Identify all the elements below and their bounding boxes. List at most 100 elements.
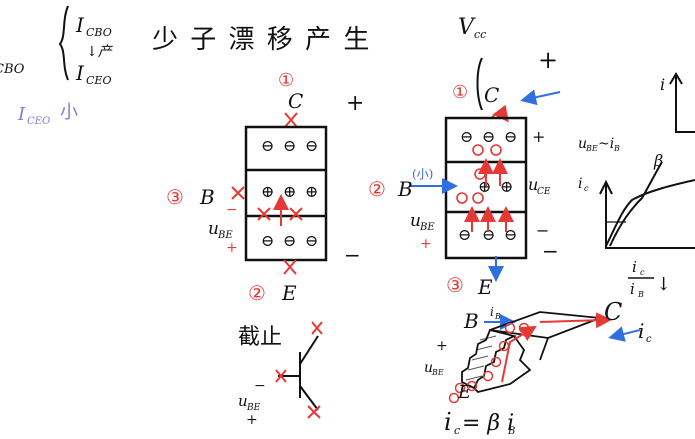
middle-transistor: ① C + ⊖ ⊖ ⊖ ⊕ ⊕ ⊖ ⊖ ⊖ [368, 46, 561, 299]
stairs-hatch-1 [479, 335, 497, 341]
stairs-electron-8 [448, 392, 460, 404]
stairs-b-label: B [463, 309, 479, 333]
mid-ube: u [410, 211, 421, 231]
mid-mid-sym-1: ⊕ [478, 177, 491, 196]
stairs-electron-5 [482, 370, 494, 382]
mid-num-c: ① [452, 82, 468, 103]
stairs-electron-1 [504, 322, 516, 334]
mid-minus-right: − [542, 239, 559, 263]
left-cross-mid-2 [289, 207, 303, 221]
iceo-small-word: 小 [60, 102, 78, 123]
mid-red-electron-4 [456, 192, 468, 204]
left-minus-right: − [344, 243, 361, 267]
left-mid-sym-2: ⊕ [283, 182, 296, 201]
symbol-collector [299, 335, 319, 365]
left-mid-sym-3: ⊕ [305, 182, 318, 201]
vcc-sub: cc [474, 28, 486, 41]
stairs-support [539, 337, 549, 361]
stairs-e-label: E [457, 382, 471, 403]
stairs-hatch-4 [467, 365, 485, 371]
left-b-label: B [199, 185, 215, 209]
left-e-cross [283, 259, 297, 275]
mid-uce: u [528, 175, 538, 194]
stairs-blue-arrow-c [608, 326, 641, 342]
left-bot-sym-1: ⊖ [261, 231, 274, 250]
stairs-ib: i [490, 305, 494, 319]
mid-top-sym-3: ⊖ [504, 127, 517, 146]
mid-minus-side: − [536, 221, 549, 240]
left-box [244, 125, 328, 262]
right-beta: β [653, 151, 663, 170]
stairs-red-path [501, 325, 537, 383]
left-c-label: C [288, 89, 303, 113]
right-top-axes [675, 76, 695, 133]
left-mid-sym-1: ⊕ [261, 182, 274, 201]
top-notes: CBO I CBO ↓产 I CEO 少 子 漂 移 产 生 V cc I CE… [0, 5, 486, 127]
mid-blue-arrow-top [520, 89, 561, 106]
mid-red-electron-2 [490, 144, 502, 156]
title-minority-drift: 少 子 漂 移 产 生 [152, 25, 371, 55]
mid-c-label: C [484, 83, 499, 107]
icbo-label: I [75, 13, 85, 37]
mid-bot-sym-3: ⊖ [504, 225, 517, 244]
mid-bot-sym-2: ⊖ [482, 225, 495, 244]
mid-red-curl [491, 104, 509, 123]
right-ratio-num-sub: c [640, 268, 645, 277]
stairs-hatch-5 [465, 375, 483, 381]
mid-bracket [476, 57, 483, 111]
stairs-ic-sub: c [646, 334, 652, 345]
mid-red-electron-5 [472, 192, 484, 204]
right-panel: i u BE ~i B β i c i c i B ↓ [578, 72, 695, 299]
left-ube-sub: BE [217, 230, 233, 241]
right-ratio-den-sub: B [637, 290, 644, 299]
iceo-label: I [75, 61, 85, 85]
cutoff-label: 截止 [238, 325, 282, 350]
right-axes [605, 184, 695, 249]
right-ratio-arrow: ↓ [656, 274, 671, 295]
iceo-small-label: I [17, 104, 26, 125]
mid-plus-ube: + [420, 236, 432, 252]
symbol-c-cross [311, 321, 323, 335]
stairs-ube: u [424, 360, 433, 376]
bottom-ube-sub: BE [246, 403, 261, 413]
mid-top-sym-2: ⊖ [482, 127, 495, 146]
left-c-cross [284, 112, 298, 128]
mid-bot-sym-1: ⊖ [458, 225, 471, 244]
iceo-sub: CEO [86, 74, 111, 87]
left-ube: u [208, 219, 219, 239]
mid-e-label: E [477, 275, 493, 299]
right-axis-arrowhead [599, 179, 613, 195]
symbol-e-cross [307, 405, 321, 419]
right-ratio-num: i [632, 258, 637, 276]
left-bot-sym-3: ⊖ [305, 231, 318, 250]
stairs-ube-sub: BE [431, 368, 444, 377]
left-b-cross [231, 186, 245, 200]
stairs-electron-6 [454, 382, 466, 394]
stairs-ib-sub: B [494, 312, 501, 321]
stairs-hatch-2 [475, 345, 493, 351]
equation-rhs-sub: B [507, 426, 515, 437]
right-relation-sub: BE [585, 144, 598, 153]
left-num-b: ③ [166, 185, 184, 209]
left-top-sym-2: ⊖ [283, 136, 296, 155]
stairs-analogy: B i B C i c [424, 298, 652, 437]
right-ratio-den: i [630, 280, 635, 298]
mid-top-sym-1: ⊖ [460, 127, 473, 146]
mid-plus-side: + [532, 127, 545, 146]
left-top-sym-3: ⊖ [305, 136, 318, 155]
stairs-electron-4 [490, 356, 502, 368]
right-ic: i [578, 176, 582, 192]
mid-plus-top: + [538, 46, 558, 74]
right-top-arrowhead [669, 72, 683, 85]
left-num-e: ② [248, 281, 266, 305]
mid-num-b: ② [368, 177, 386, 201]
equation-ic: i [444, 408, 452, 436]
mid-mid-sym-2: ⊕ [500, 177, 513, 196]
bottom-plus: + [246, 412, 258, 428]
icbo-sub: CBO [86, 26, 112, 39]
stairs-electron-7 [466, 380, 478, 392]
right-curve-2 [609, 161, 663, 247]
mid-small-note: (小) [412, 167, 433, 181]
symbol-b-cross [275, 369, 287, 383]
